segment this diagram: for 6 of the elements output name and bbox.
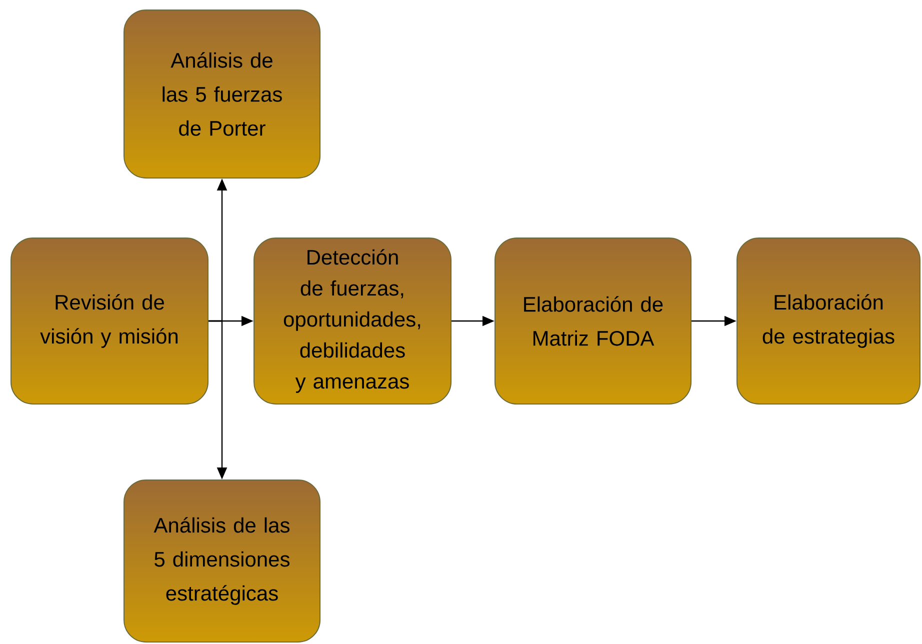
process-box: Elaboración de Matriz FODA xyxy=(494,238,692,404)
process-box: Revisión de visión y misión xyxy=(10,238,208,404)
process-box: Análisis de las 5 dimensiones estratégicas xyxy=(124,480,320,642)
process-box: Análisis de las 5 fuerzas de Porter xyxy=(124,10,320,178)
process-box: Detección de fuerzas, oportunidades, debilidades y amenazas xyxy=(254,238,452,404)
process-box: Elaboración de estrategias xyxy=(736,238,920,404)
